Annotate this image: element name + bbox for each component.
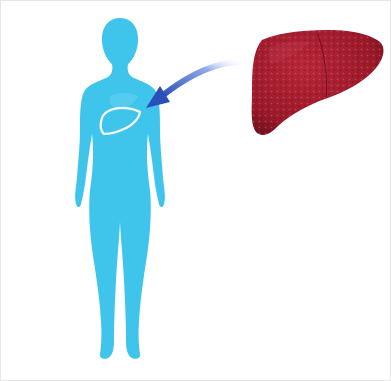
- human-body-silhouette: [75, 18, 165, 359]
- pointer-arrow-icon: [146, 62, 248, 108]
- liver-organ-icon: [252, 30, 384, 135]
